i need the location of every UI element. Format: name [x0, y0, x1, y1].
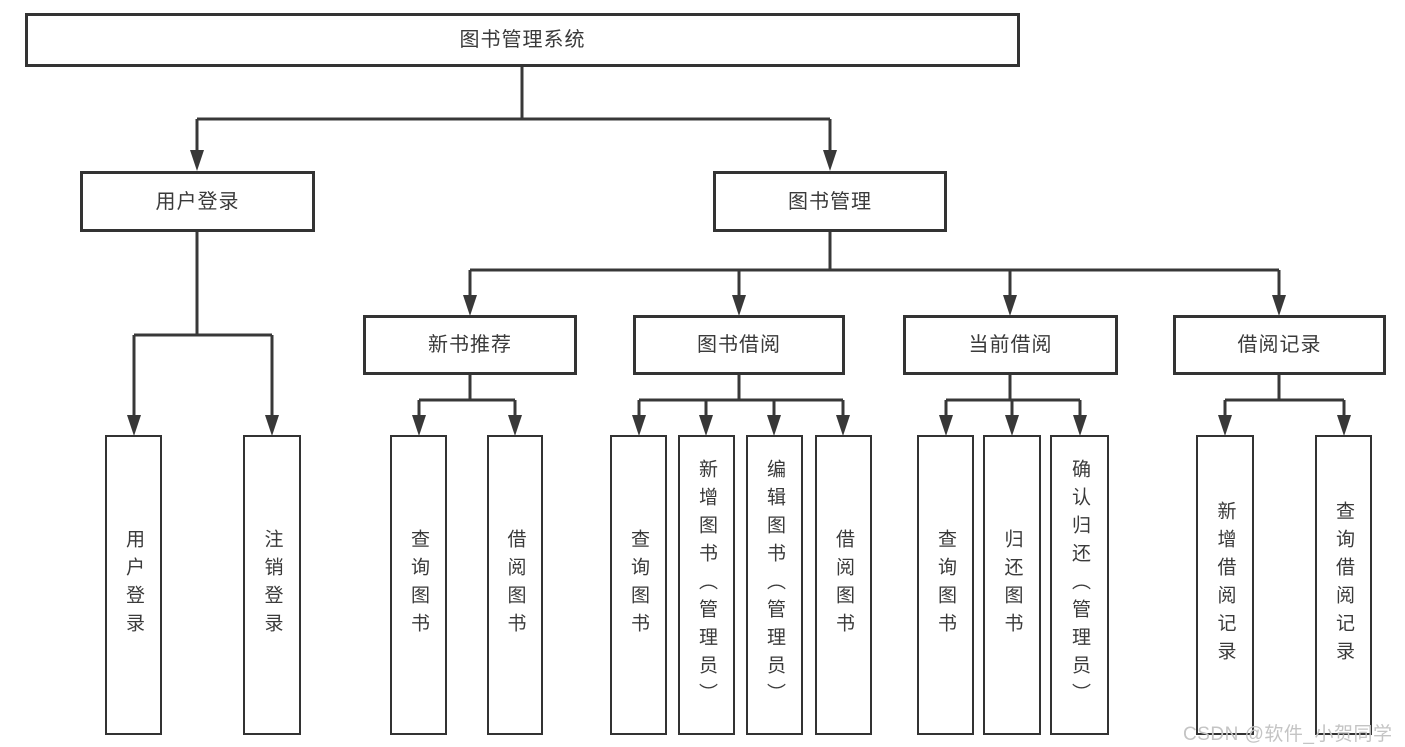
node-user-login: 用户登录: [80, 171, 315, 232]
leaf-borrow-books-1: 借阅图书: [487, 435, 543, 735]
leaf-query-books-1: 查询图书: [390, 435, 447, 735]
leaf-borrow-books-2: 借阅图书: [815, 435, 872, 735]
node-new-book-recommend: 新书推荐: [363, 315, 577, 375]
node-book-borrow: 图书借阅: [633, 315, 845, 375]
leaf-edit-book-admin: 编辑图书（管理员）: [746, 435, 803, 735]
leaf-user-login: 用户登录: [105, 435, 162, 735]
leaf-add-book-admin: 新增图书（管理员）: [678, 435, 735, 735]
node-borrow-records: 借阅记录: [1173, 315, 1386, 375]
leaf-return-book: 归还图书: [983, 435, 1041, 735]
node-root: 图书管理系统: [25, 13, 1020, 67]
leaf-confirm-return-admin: 确认归还（管理员）: [1050, 435, 1109, 735]
leaf-query-borrow-record: 查询借阅记录: [1315, 435, 1372, 735]
node-current-borrow: 当前借阅: [903, 315, 1118, 375]
node-book-management: 图书管理: [713, 171, 947, 232]
leaf-query-books-2: 查询图书: [610, 435, 667, 735]
leaf-add-borrow-record: 新增借阅记录: [1196, 435, 1254, 735]
leaf-logout: 注销登录: [243, 435, 301, 735]
csdn-watermark: CSDN @软件_小贺同学: [1183, 724, 1393, 745]
leaf-query-books-3: 查询图书: [917, 435, 974, 735]
